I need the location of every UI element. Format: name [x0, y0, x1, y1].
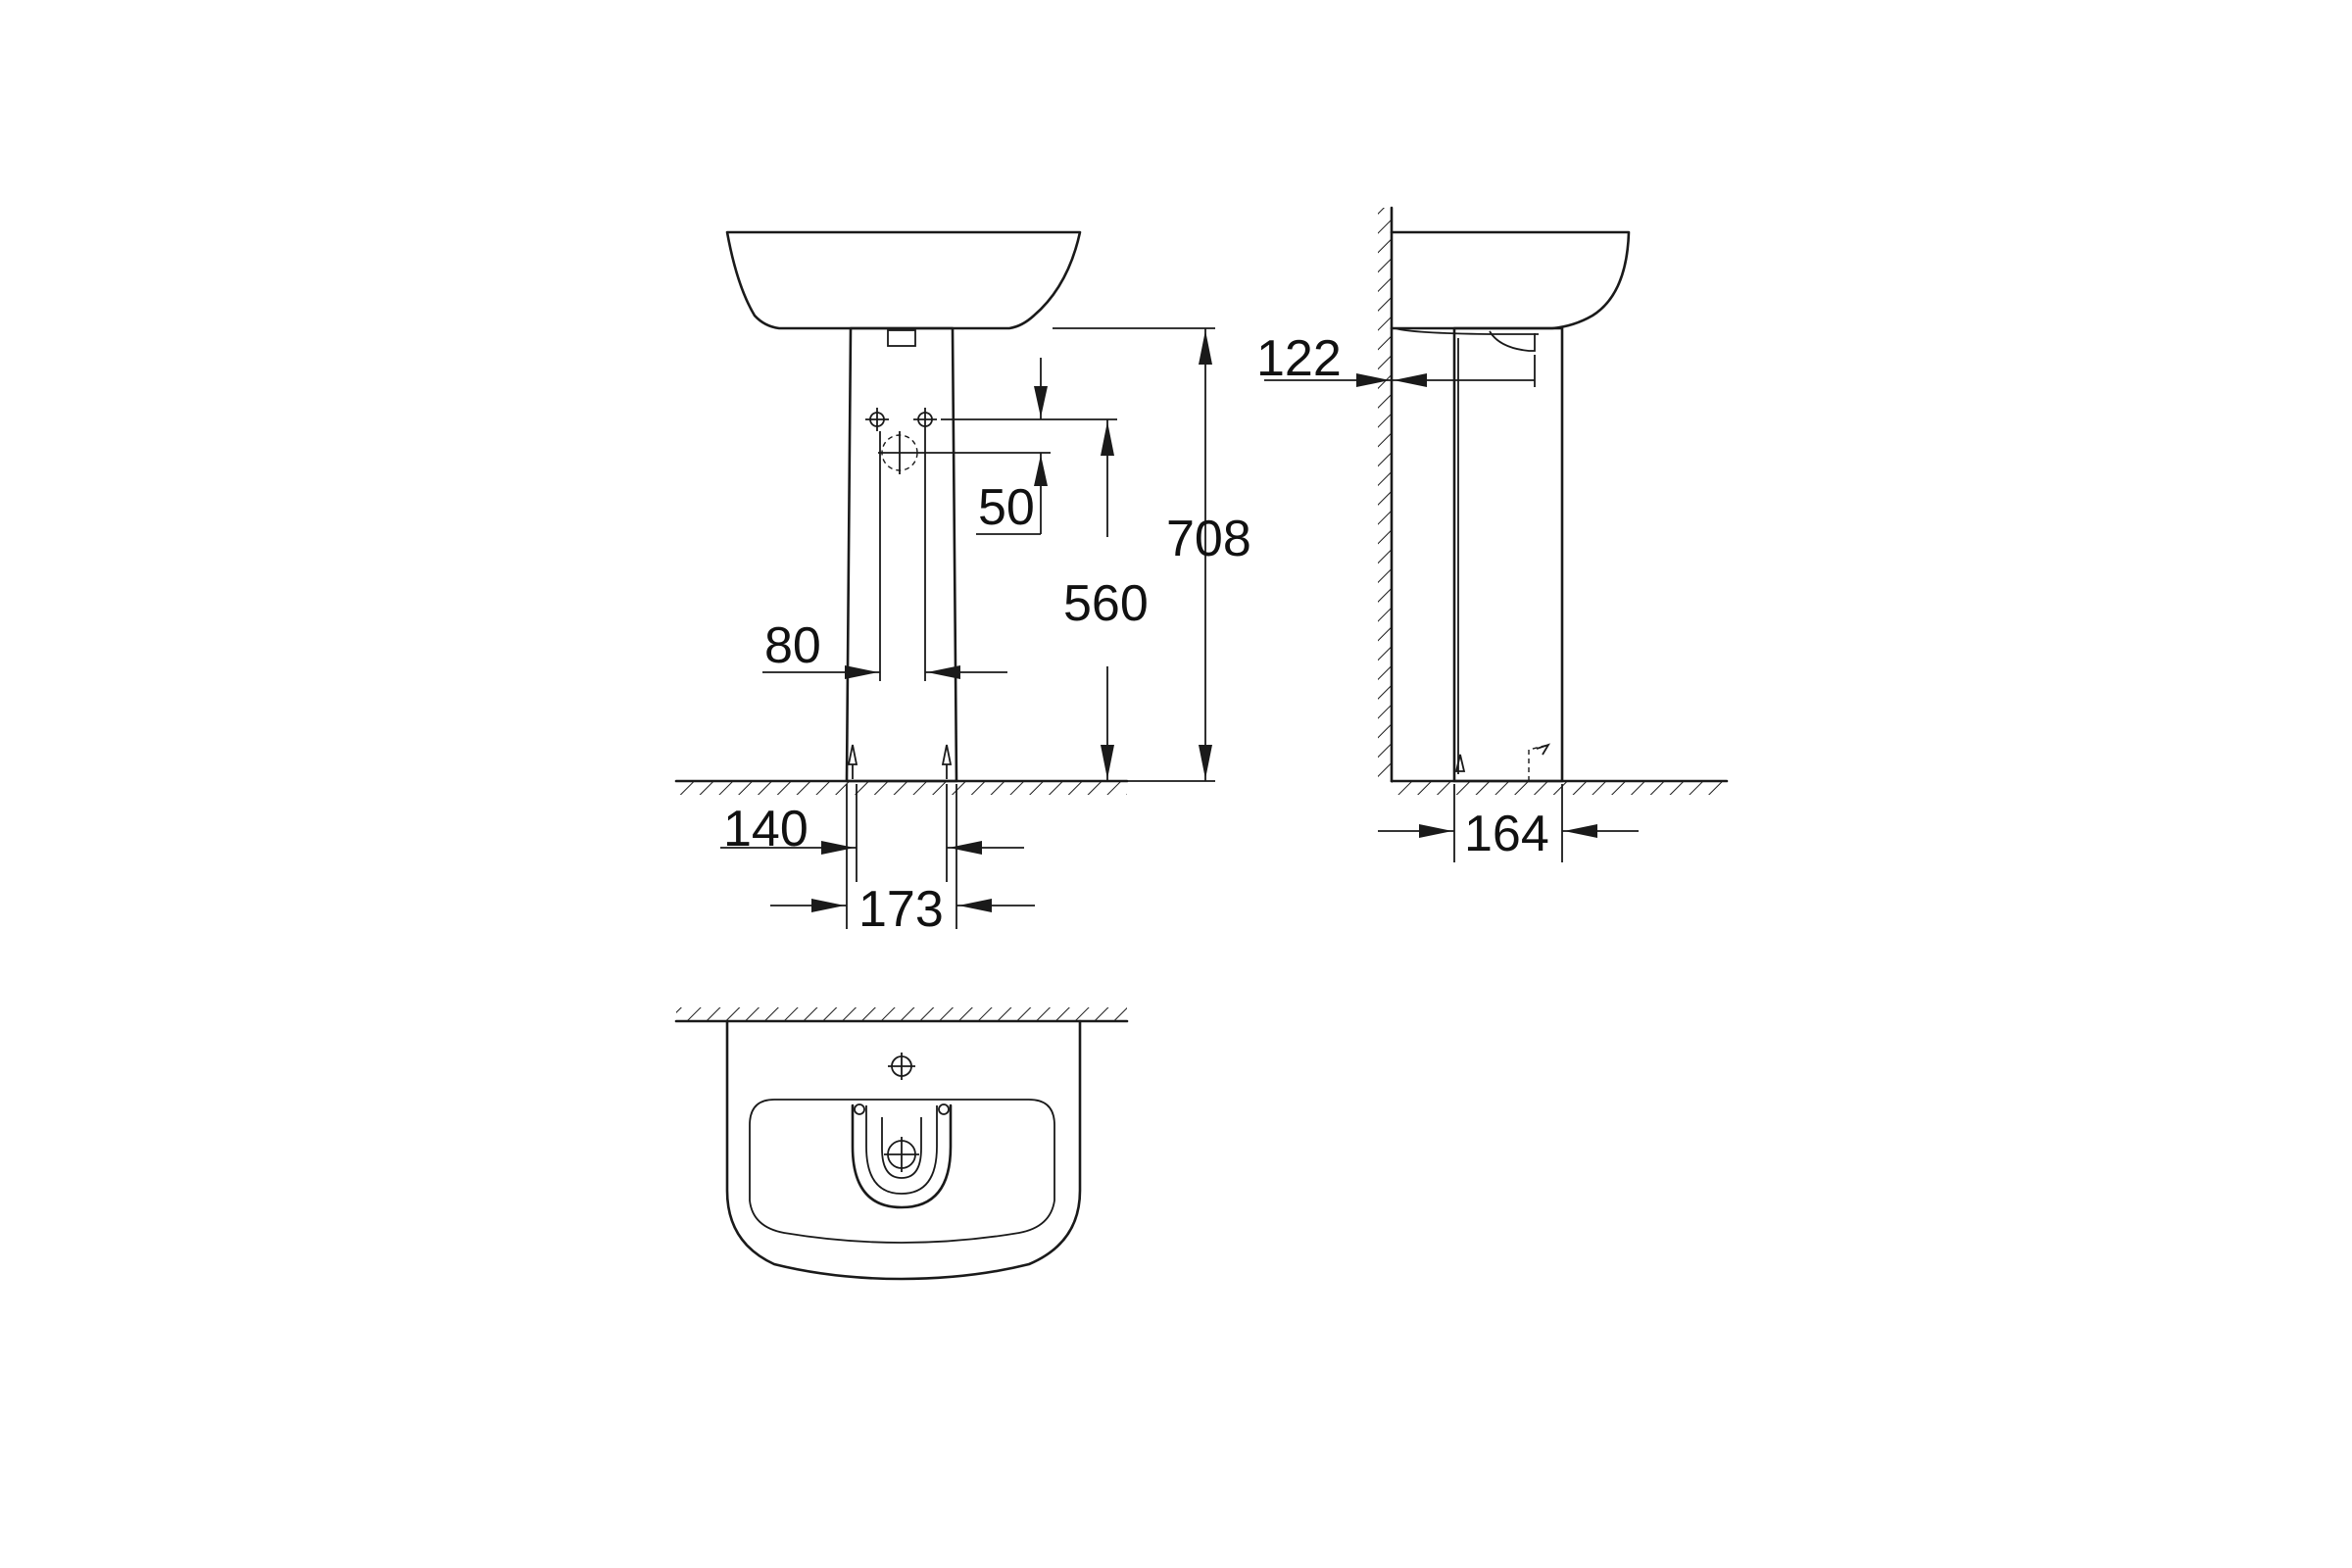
basin-side: [1390, 230, 1631, 330]
dimension-80: 80: [762, 617, 1007, 679]
floor-hatch-side: [1392, 781, 1727, 795]
dimension-708: 708: [1166, 328, 1251, 781]
fixing-top-left-icon: [854, 1103, 865, 1115]
dim-708-label: 708: [1166, 511, 1251, 567]
dim-50-label: 50: [978, 479, 1035, 536]
pedestal-notch: [887, 329, 916, 347]
pedestal-top-inner: [865, 1105, 938, 1195]
basin-underside: [1395, 327, 1539, 335]
front-view: 708 560 50 80: [674, 230, 1251, 938]
fixing-right: [941, 744, 953, 779]
inlet-right-icon: [913, 408, 937, 431]
dim-560-label: 560: [1063, 575, 1149, 632]
bowl-top: [749, 1099, 1055, 1244]
dim-140-label: 140: [723, 801, 808, 858]
dim-122-label: 122: [1256, 330, 1342, 387]
dim-80-label: 80: [764, 617, 821, 674]
basin-top: [725, 1019, 1082, 1281]
pedestal-top-outer: [851, 1103, 953, 1209]
floor-hatch-front: [676, 781, 1127, 795]
dimension-173: 173: [770, 784, 1035, 938]
inlet-left-icon: [865, 408, 889, 431]
pedestal-inner: [1489, 330, 1536, 352]
dimension-560: 560: [1063, 419, 1149, 781]
pedestal-top-shell: [881, 1117, 922, 1179]
waste-outlet-icon: [878, 431, 921, 474]
tap-hole-icon: [888, 1053, 915, 1080]
wall-hatch: [1378, 208, 1392, 781]
pedestal-side: [1452, 326, 1564, 783]
fixing-top-right-icon: [938, 1103, 950, 1115]
drain-icon: [884, 1137, 919, 1172]
dimension-164: 164: [1378, 784, 1639, 862]
fixing-side: [1454, 754, 1466, 772]
dim-164-label: 164: [1464, 806, 1549, 862]
pedestal-front: [845, 326, 958, 783]
dim-173-label: 173: [858, 881, 944, 938]
wall-hatch-top: [676, 1007, 1127, 1021]
basin-front: [725, 230, 1082, 330]
dimension-140: 140: [720, 784, 1024, 882]
fixing-left: [847, 744, 858, 779]
top-view: [674, 1007, 1129, 1281]
side-view: 122 164: [1256, 206, 1729, 862]
dimension-122: 122: [1256, 330, 1536, 387]
dimension-50: 50: [976, 358, 1048, 536]
